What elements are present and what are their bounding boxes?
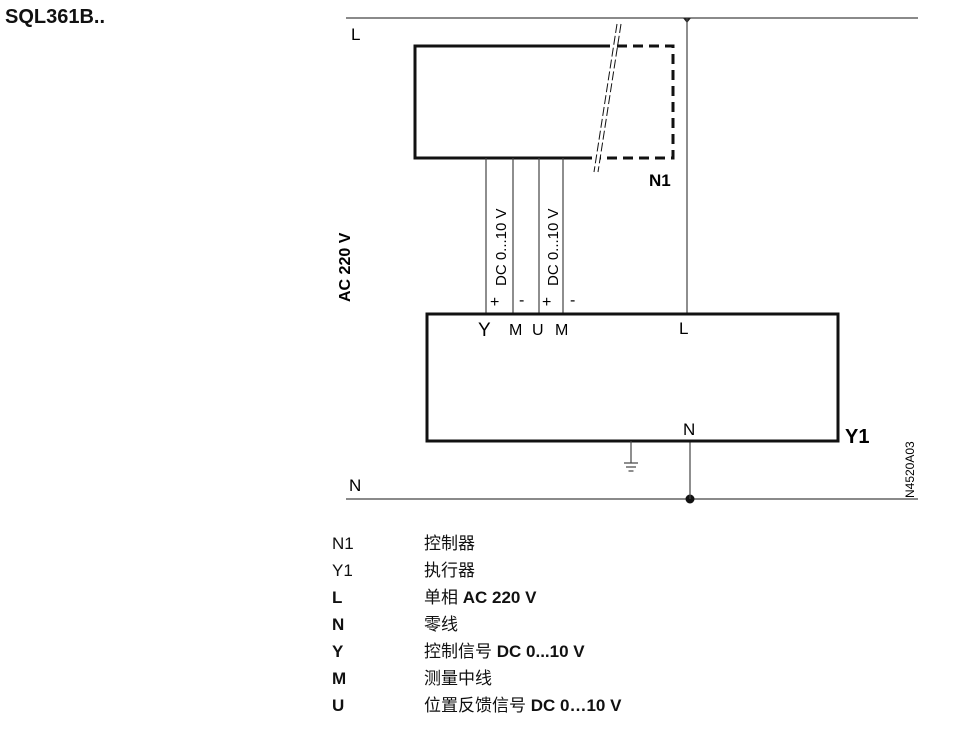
- controller-label: N1: [649, 171, 671, 190]
- legend-text: 零线: [424, 615, 458, 634]
- terminal-L: L: [679, 319, 688, 338]
- legend-text: 测量中线: [424, 669, 492, 688]
- legend-description: 位置反馈信号 DC 0…10 V: [424, 692, 621, 719]
- signal-label-U: DC 0...10 V: [545, 208, 562, 286]
- legend-key: Y: [332, 642, 344, 661]
- legend-value: AC 220 V: [462, 588, 537, 607]
- legend-key: N1: [332, 534, 354, 553]
- drawing-code: N4520A03: [903, 441, 917, 498]
- phase-line-label: L: [351, 25, 360, 44]
- legend-description: 单相 AC 220 V: [424, 584, 536, 611]
- controller-N1: [413, 23, 675, 173]
- legend-key: U: [332, 696, 345, 715]
- legend-text: 控制器: [424, 534, 475, 553]
- terminal-M: M: [509, 322, 522, 339]
- actuator-label: Y1: [845, 426, 869, 448]
- legend-description: 零线: [424, 611, 458, 638]
- legend-key: N: [332, 615, 345, 634]
- neutral-line-label: N: [349, 476, 361, 495]
- legend-key: Y1: [332, 561, 353, 580]
- legend-description: 控制器: [424, 530, 475, 557]
- polarity-plus-U: +: [542, 294, 551, 311]
- ground-icon: [624, 441, 638, 472]
- polarity-minus-M2: -: [570, 292, 575, 309]
- polarity-plus-Y: +: [490, 294, 499, 311]
- legend-description: 执行器: [424, 557, 475, 584]
- legend-key: M: [332, 669, 347, 688]
- legend-description: 测量中线: [424, 665, 492, 692]
- legend-text: 控制信号: [424, 642, 497, 661]
- legend-text: 执行器: [424, 561, 475, 580]
- terminal-U: U: [532, 322, 544, 339]
- product-title: SQL361B..: [5, 6, 106, 28]
- legend-description: 控制信号 DC 0...10 V: [424, 638, 585, 665]
- supply-voltage-label: AC 220 V: [337, 232, 354, 302]
- terminal-N: N: [683, 420, 695, 439]
- signal-label-Y: DC 0...10 V: [493, 208, 510, 286]
- terminal-Y: Y: [478, 320, 491, 341]
- legend-text: 位置反馈信号: [424, 696, 531, 715]
- signal-wires: [485, 158, 564, 314]
- legend-value: DC 0...10 V: [496, 642, 585, 661]
- legend-value: DC 0…10 V: [530, 696, 622, 715]
- actuator-Y1: [425, 312, 840, 443]
- terminal-M2: M: [555, 322, 568, 339]
- legend-text: 单相: [424, 588, 463, 607]
- polarity-minus-M: -: [519, 292, 524, 309]
- legend-key: L: [332, 588, 343, 607]
